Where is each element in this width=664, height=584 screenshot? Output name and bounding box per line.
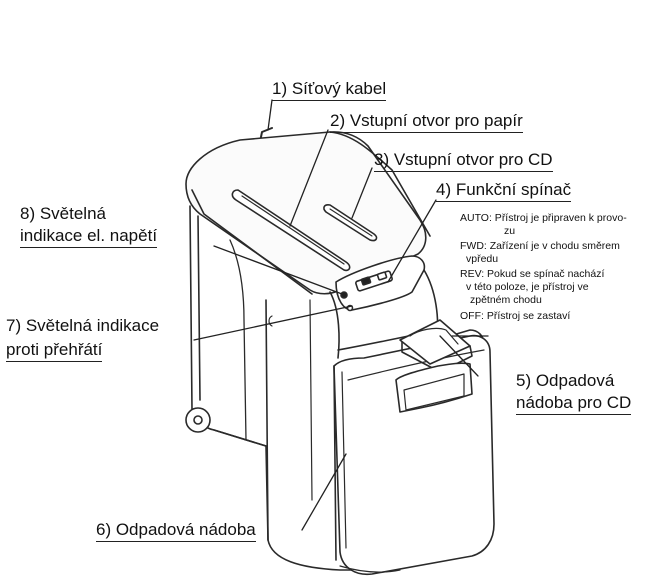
callout-overheat-light-line2: proti přehřátí <box>6 340 102 362</box>
callout-function-switch: 4) Funkční spínač <box>436 180 571 202</box>
mode-auto-line2: zu <box>504 225 515 237</box>
power-light <box>341 292 347 298</box>
callout-cd-bin-line1: 5) Odpadová <box>516 371 614 391</box>
mode-rev-line2: v této poloze, je přístroj ve <box>466 281 589 293</box>
mode-fwd-line2: vpředu <box>466 253 498 265</box>
callout-power-cable: 1) Síťový kabel <box>272 79 386 101</box>
callout-power-light-line1: 8) Světelná <box>20 204 106 224</box>
mode-auto-line1: AUTO: Přístroj je připraven k provo- <box>460 212 627 224</box>
mode-rev-line1: REV: Pokud se spínač nachází <box>460 268 604 280</box>
callout-cd-slot: 3) Vstupní otvor pro CD <box>374 150 553 172</box>
callout-waste-bin: 6) Odpadová nádoba <box>96 520 256 542</box>
caster-wheel <box>186 408 210 432</box>
mode-rev-line3: zpětném chodu <box>470 294 542 306</box>
callout-paper-slot: 2) Vstupní otvor pro papír <box>330 111 523 133</box>
callout-overheat-light-line1: 7) Světelná indikace <box>6 316 159 336</box>
mode-fwd-line1: FWD: Zařízení je v chodu směrem <box>460 240 620 252</box>
callout-cd-bin-line2: nádoba pro CD <box>516 393 631 415</box>
callout-power-light-line2: indikace el. napětí <box>20 226 157 248</box>
mode-off-line1: OFF: Přístroj se zastaví <box>460 310 570 322</box>
